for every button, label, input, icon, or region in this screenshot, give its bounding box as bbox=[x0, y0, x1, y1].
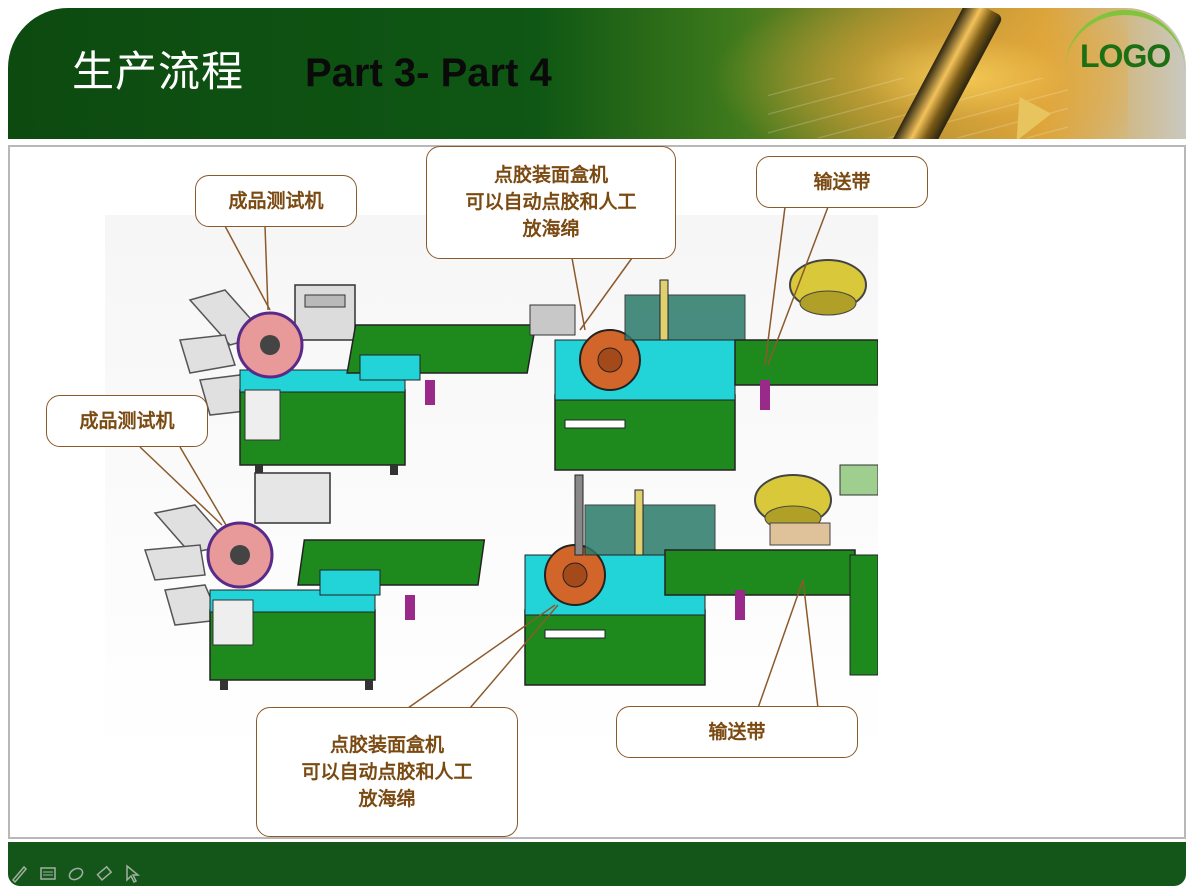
machine-drawing bbox=[143, 259, 879, 690]
shape-icon[interactable] bbox=[64, 862, 88, 884]
callout-glue-machine-bottom: 点胶装面盒机 可以自动点胶和人工 放海绵 bbox=[256, 707, 518, 837]
logo: LOGO bbox=[1080, 38, 1171, 74]
callout-conveyor-bottom: 输送带 bbox=[616, 706, 858, 758]
upper-glue-machine-base bbox=[554, 394, 736, 471]
slides-icon[interactable] bbox=[36, 862, 60, 884]
presentation-toolbar bbox=[8, 862, 144, 884]
pen-icon[interactable] bbox=[8, 862, 32, 884]
callout-tester-top: 成品测试机 bbox=[195, 175, 357, 227]
logo-arc-icon bbox=[1065, 10, 1185, 75]
upper-conveyor-b bbox=[734, 339, 879, 386]
callout-glue-machine-top: 点胶装面盒机 可以自动点胶和人工 放海绵 bbox=[426, 146, 676, 259]
header-banner bbox=[8, 8, 1186, 139]
eraser-icon[interactable] bbox=[92, 862, 116, 884]
callout-tester-left: 成品测试机 bbox=[46, 395, 208, 447]
production-line-diagram bbox=[105, 215, 879, 760]
callout-conveyor-top: 输送带 bbox=[756, 156, 928, 208]
page-title: 生产流程 bbox=[72, 47, 245, 96]
lower-conveyor-b bbox=[664, 549, 856, 596]
page-subtitle: Part 3- Part 4 bbox=[305, 51, 552, 95]
pointer-icon[interactable] bbox=[120, 862, 144, 884]
footer-bar bbox=[8, 842, 1186, 886]
